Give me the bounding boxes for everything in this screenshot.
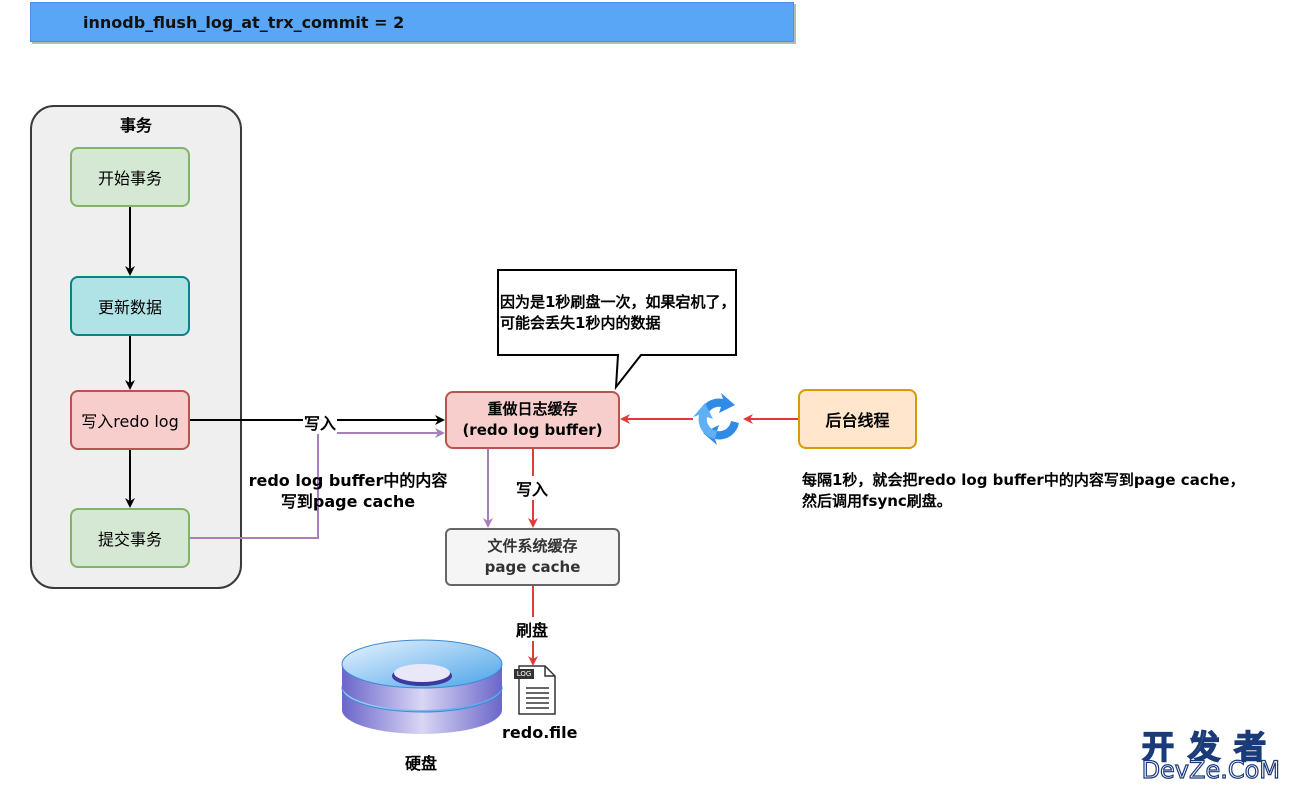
thread-note-line1: 每隔1秒，就会把redo log buffer中的内容写到page cache， [802, 471, 1245, 489]
watermark-cn: 开发者 [1141, 727, 1280, 767]
write-redo-log-label: 写入redo log [81, 412, 179, 431]
log-badge: LOG [516, 670, 532, 678]
commit-note-line2: 写到page cache [280, 492, 416, 511]
label-write-into-buffer: 写入 [303, 410, 338, 434]
disk-label: 硬盘 [405, 754, 438, 773]
watermark-en: DevZe.CoM [1141, 755, 1281, 784]
start-transaction-label: 开始事务 [97, 169, 162, 188]
thread-note: 每隔1秒，就会把redo log buffer中的内容写到page cache，… [802, 470, 1245, 512]
redo-buffer-line2: (redo log buffer) [462, 421, 603, 439]
page-cache-line2: page cache [484, 558, 581, 576]
redo-log-buffer-node[interactable]: 重做日志缓存 (redo log buffer) [445, 391, 620, 449]
file-label: redo.file [502, 723, 578, 742]
transaction-group-title: 事务 [119, 116, 152, 135]
page-cache-line1: 文件系统缓存 [487, 537, 578, 555]
redo-buffer-line1: 重做日志缓存 [487, 400, 578, 418]
label-write-to-cache: 写入 [516, 476, 549, 500]
arrow-commit-to-buffer [190, 428, 445, 539]
config-banner: innodb_flush_log_at_trx_commit = 2 [30, 2, 794, 42]
write-redo-log-node[interactable]: 写入redo log [70, 390, 190, 450]
commit-note-line1: redo log buffer中的内容 [248, 471, 448, 490]
label-flush: 刷盘 [516, 617, 549, 641]
update-data-node[interactable]: 更新数据 [70, 276, 190, 336]
sync-icon [693, 393, 739, 445]
background-thread-label: 后台线程 [825, 411, 890, 430]
hard-disk-icon [341, 639, 503, 734]
page-cache-node[interactable]: 文件系统缓存 page cache [445, 528, 620, 586]
update-data-label: 更新数据 [97, 298, 162, 317]
callout-bubble [497, 269, 737, 391]
thread-note-line2: 然后调用fsync刷盘。 [802, 492, 952, 510]
callout-text: 因为是1秒刷盘一次，如果宕机了，可能会丢失1秒内的数据 [500, 293, 736, 332]
log-file-icon [514, 665, 556, 715]
background-thread-node[interactable]: 后台线程 [798, 389, 917, 449]
start-transaction-node[interactable]: 开始事务 [70, 147, 190, 207]
commit-transaction-node[interactable]: 提交事务 [70, 508, 190, 568]
banner-text: innodb_flush_log_at_trx_commit = 2 [83, 13, 405, 32]
commit-note: redo log buffer中的内容 写到page cache [248, 470, 448, 512]
commit-transaction-label: 提交事务 [97, 530, 162, 549]
